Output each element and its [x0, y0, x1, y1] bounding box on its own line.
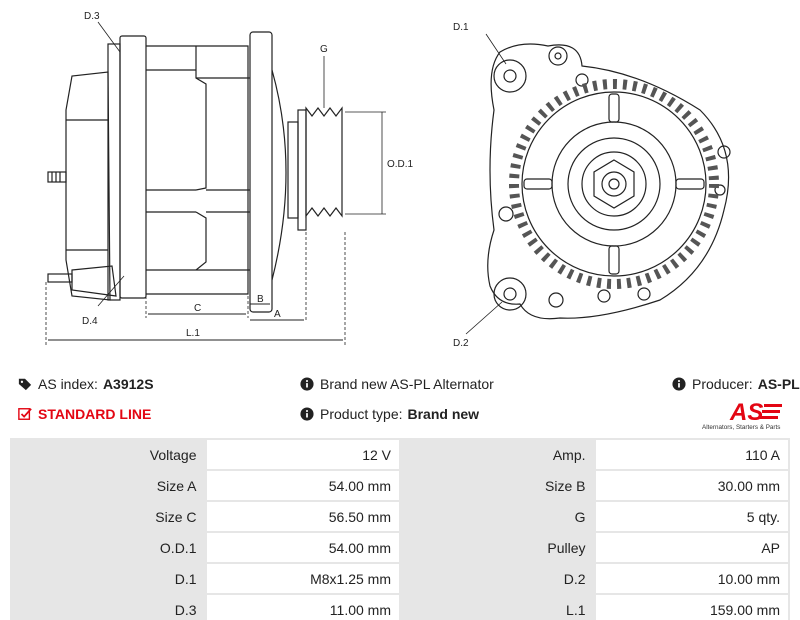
label-d3: D.3: [84, 11, 100, 22]
spec-value: 56.50 mm: [206, 502, 399, 531]
spec-label: L.1: [401, 595, 594, 620]
spec-label: D.2: [401, 564, 594, 593]
producer-row: Producer: AS-PL: [672, 376, 800, 392]
info-icon: [300, 407, 314, 421]
spec-label: Amp.: [401, 440, 594, 469]
as-index-value: A3912S: [102, 376, 154, 392]
spec-label: G: [401, 502, 594, 531]
table-row: O.D.1 54.00 mm Pulley AP: [12, 533, 788, 562]
spec-label: Size A: [12, 471, 205, 500]
table-row: D.3 11.00 mm L.1 159.00 mm: [12, 595, 788, 620]
table-row: Size C 56.50 mm G 5 qty.: [12, 502, 788, 531]
spec-label: D.1: [12, 564, 205, 593]
as-pl-logo: AS Alternators, Starters & Parts: [702, 399, 782, 431]
spec-label: Voltage: [12, 440, 205, 469]
spec-value: 54.00 mm: [206, 471, 399, 500]
logo-tagline: Alternators, Starters & Parts: [702, 424, 780, 431]
producer-value: AS-PL: [757, 376, 800, 392]
info-icon: [300, 377, 314, 391]
label-od1: O.D.1: [387, 159, 414, 170]
description-text: Brand new AS-PL Alternator: [320, 376, 494, 392]
standard-line-row: STANDARD LINE: [18, 406, 151, 422]
label-d4: D.4: [82, 316, 98, 327]
spec-value: AP: [595, 533, 788, 562]
spec-value: 10.00 mm: [595, 564, 788, 593]
spec-table: Voltage 12 V Amp. 110 A Size A 54.00 mm …: [10, 438, 790, 620]
producer-label: Producer:: [692, 376, 753, 392]
as-index-label: AS index:: [38, 376, 98, 392]
spec-value: M8x1.25 mm: [206, 564, 399, 593]
spec-label: Size C: [12, 502, 205, 531]
product-type-value: Brand new: [407, 406, 480, 422]
table-row: Voltage 12 V Amp. 110 A: [12, 440, 788, 469]
label-l1: L.1: [186, 328, 200, 339]
spec-value: 159.00 mm: [595, 595, 788, 620]
spec-value: 5 qty.: [595, 502, 788, 531]
product-type-row: Product type: Brand new: [300, 406, 479, 422]
label-b: B: [257, 294, 264, 305]
standard-line-label: STANDARD LINE: [38, 406, 152, 422]
side-view: [47, 21, 386, 313]
as-index-row: AS index: A3912S: [18, 376, 154, 392]
spec-value: 11.00 mm: [206, 595, 399, 620]
label-c: C: [194, 303, 201, 314]
label-d2: D.2: [453, 338, 469, 349]
spec-label: O.D.1: [12, 533, 205, 562]
spec-value: 110 A: [595, 440, 788, 469]
spec-label: Size B: [401, 471, 594, 500]
spec-value: 30.00 mm: [595, 471, 788, 500]
spec-label: D.3: [12, 595, 205, 620]
product-type-label: Product type:: [320, 406, 403, 422]
alternator-technical-drawing: D.3 G O.D.1 D.4 C B A L.1: [45, 11, 731, 349]
label-d1: D.1: [453, 22, 469, 33]
spec-label: Pulley: [401, 533, 594, 562]
label-a: A: [274, 309, 281, 320]
table-row: D.1 M8x1.25 mm D.2 10.00 mm: [12, 564, 788, 593]
spec-value: 12 V: [206, 440, 399, 469]
dimension-arrows: [48, 303, 343, 341]
tag-icon: [18, 377, 32, 391]
label-g: G: [320, 44, 328, 55]
description-row: Brand new AS-PL Alternator: [300, 376, 494, 392]
front-view: [465, 33, 731, 335]
checkbox-checked-icon: [18, 407, 32, 421]
info-icon: [672, 377, 686, 391]
dimension-lines: [45, 232, 346, 345]
logo-mark: AS: [729, 399, 763, 426]
spec-value: 54.00 mm: [206, 533, 399, 562]
pulley-grooves: [305, 106, 343, 218]
table-row: Size A 54.00 mm Size B 30.00 mm: [12, 471, 788, 500]
